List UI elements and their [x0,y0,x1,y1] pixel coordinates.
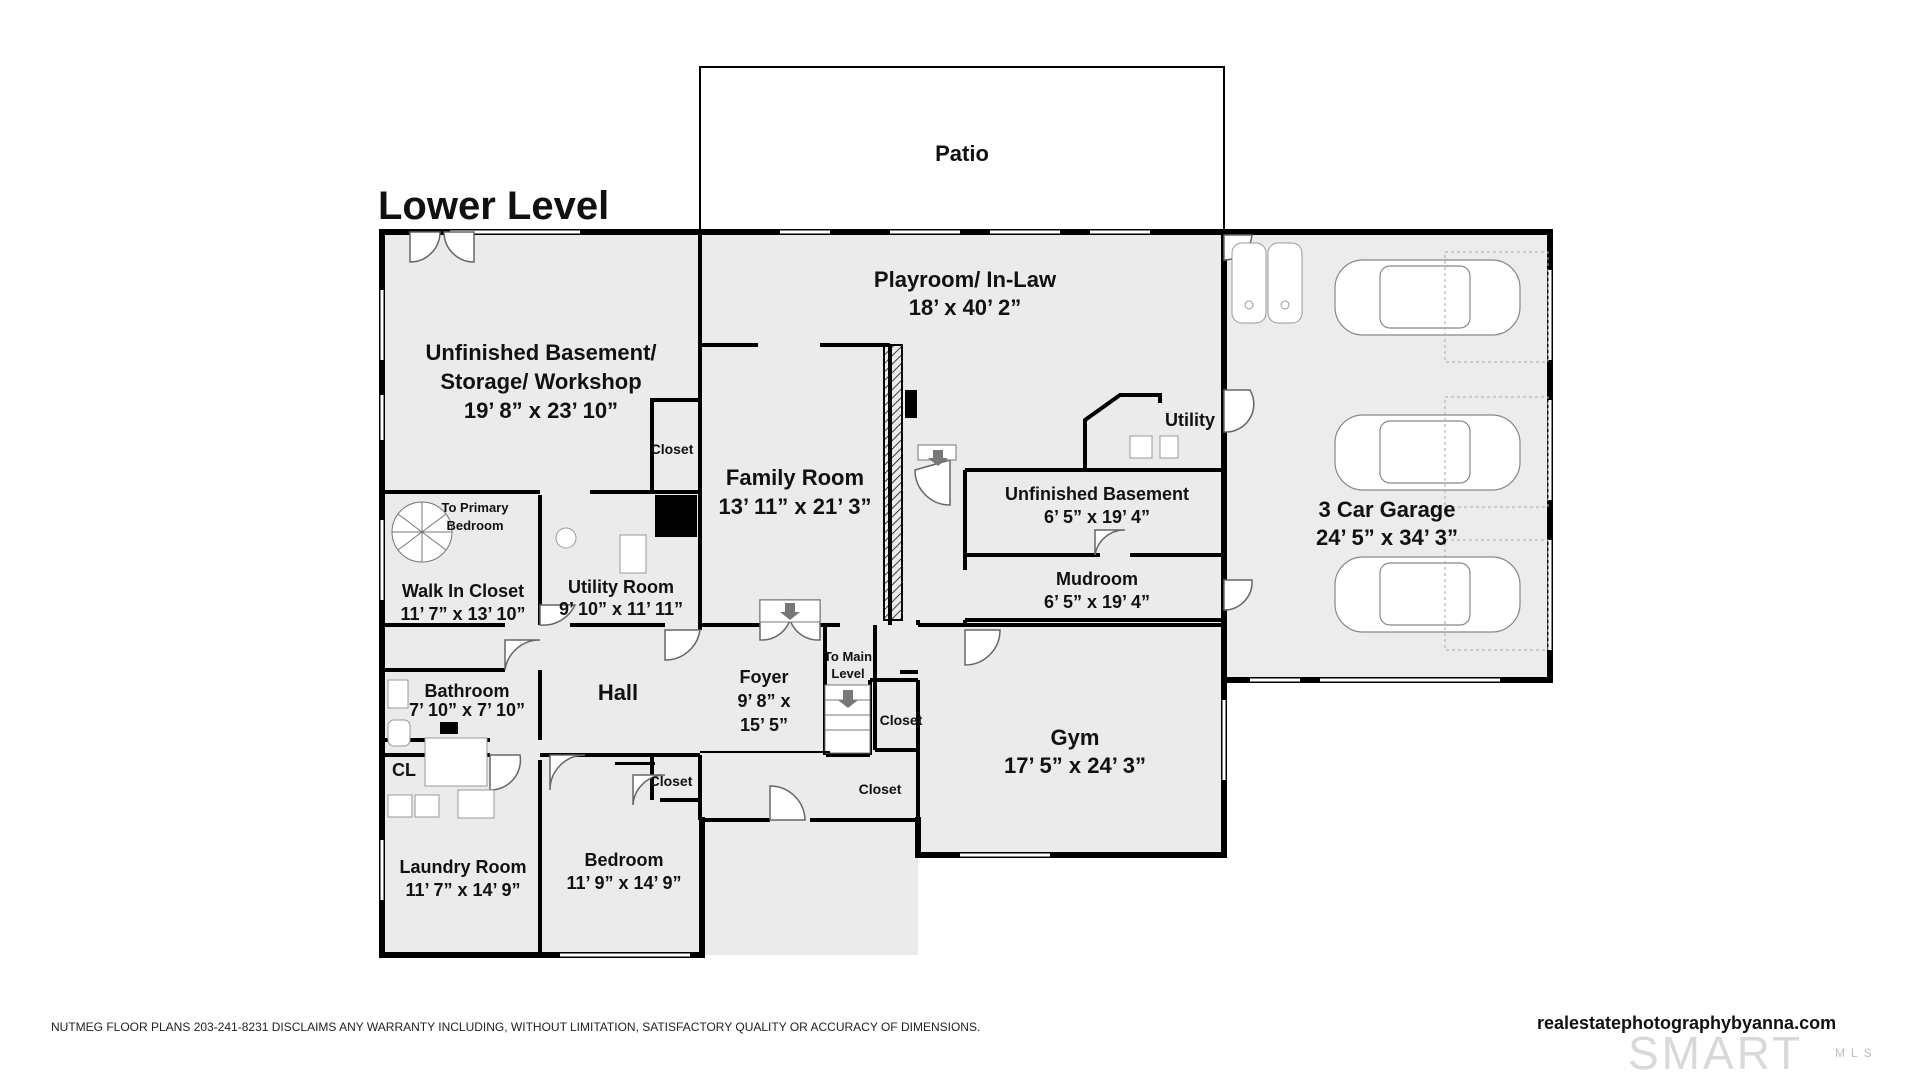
windows [380,230,1552,957]
shower-icon [424,737,488,787]
mudroom-dims: 6’ 5” x 19’ 4” [1044,592,1150,612]
washer-icon [387,794,413,818]
fireplace-hatch [883,344,903,621]
washer-icon [414,794,440,818]
bathroom-dims: 7’ 10” x 7’ 10” [409,700,525,720]
car-icon [1334,556,1521,633]
patio-label: Patio [935,141,989,166]
door-swing-icon [769,785,806,821]
closet-gym-label: Closet [859,781,902,797]
car-icon [1334,259,1521,336]
sink-icon [387,679,409,709]
door-swing-icon [632,774,666,806]
toilet-icon [387,719,411,747]
garage-cars [1334,259,1521,633]
spiral-stair-icon [391,501,453,563]
mudroom-name: Mudroom [1056,569,1138,589]
appliance-icons [555,435,1179,574]
solid-blocks [440,390,917,765]
stair-arrow-icon [780,450,948,708]
foyer-dims-1: 9’ 8” x [737,691,790,711]
laundry-dims: 11’ 7” x 14’ 9” [405,880,520,900]
door-swing-icon [1223,389,1255,433]
laundry-name: Laundry Room [399,857,526,877]
bedroom-name: Bedroom [584,850,663,870]
utility-room-dims: 9’ 10” x 11’ 11” [559,599,683,619]
door-swing-icon [964,629,1001,666]
closet-bedroom-label: Closet [650,773,693,789]
garage-name: 3 Car Garage [1319,497,1456,522]
hall-label: Hall [598,680,638,705]
bedroom-dims: 11’ 9” x 14’ 9” [566,873,681,893]
to-main-2: Level [831,666,864,681]
storage-name-1: Unfinished Basement/ [425,340,656,365]
unfinished-basement-name: Unfinished Basement [1005,484,1189,504]
utility-small-label: Utility [1165,410,1215,430]
walk-in-closet-dims: 11’ 7” x 13’ 10” [400,604,525,624]
door-swing-icon [664,629,701,661]
watermark-sub-logo: MLS [1835,1046,1878,1060]
fixtures [387,679,495,819]
website-text: realestatephotographybyanna.com [1537,1013,1837,1033]
garage-dims: 24’ 5” x 34’ 3” [1316,525,1458,550]
playroom-name: Playroom/ In-Law [874,267,1057,292]
gym-name: Gym [1051,725,1100,750]
to-main-1: To Main [824,649,872,664]
family-room-name: Family Room [726,465,864,490]
foyer-dims-2: 15’ 5” [740,715,788,735]
bathroom-name: Bathroom [425,681,510,701]
door-swing-icon [1223,579,1253,611]
disclaimer-text: NUTMEG FLOOR PLANS 203-241-8231 DISCLAIM… [51,1020,981,1034]
unfinished-basement-dims: 6’ 5” x 19’ 4” [1044,507,1150,527]
door-swing-icon [1094,529,1126,556]
closet-storage-label: Closet [651,441,694,457]
sink-icon [457,789,495,819]
walk-in-closet-name: Walk In Closet [402,581,524,601]
family-room-dims: 13’ 11” x 21’ 3” [719,494,872,519]
playroom-dims: 18’ x 40’ 2” [909,295,1022,320]
door-swing-icon [539,604,577,626]
stair-flights [759,444,957,754]
water-heater-icon [1231,242,1303,324]
door-swing-icon [504,639,541,671]
to-primary-1: To Primary [442,500,510,515]
door-swing-icon [409,231,441,263]
car-icon [1334,414,1521,491]
storage-dims: 19’ 8” x 23’ 10” [464,398,618,423]
level-title: Lower Level [378,184,610,228]
closet-stairs-label: Closet [880,712,923,728]
door-swing-icon [443,231,475,263]
cl-label: CL [392,760,416,780]
utility-room-name: Utility Room [568,577,674,597]
patio-outline [699,66,1225,233]
parking-guides [1444,251,1549,651]
door-swing-icon [549,754,586,791]
storage-name-2: Storage/ Workshop [440,369,641,394]
to-primary-2: Bedroom [446,518,503,533]
gym-dims: 17’ 5” x 24’ 3” [1004,753,1146,778]
door-swing-icon [914,459,951,506]
foyer-name: Foyer [739,667,788,687]
watermark-logo: SMART [1628,1027,1804,1079]
room-labels: Patio Playroom/ In-Law 18’ x 40’ 2” Unfi… [392,141,1458,900]
